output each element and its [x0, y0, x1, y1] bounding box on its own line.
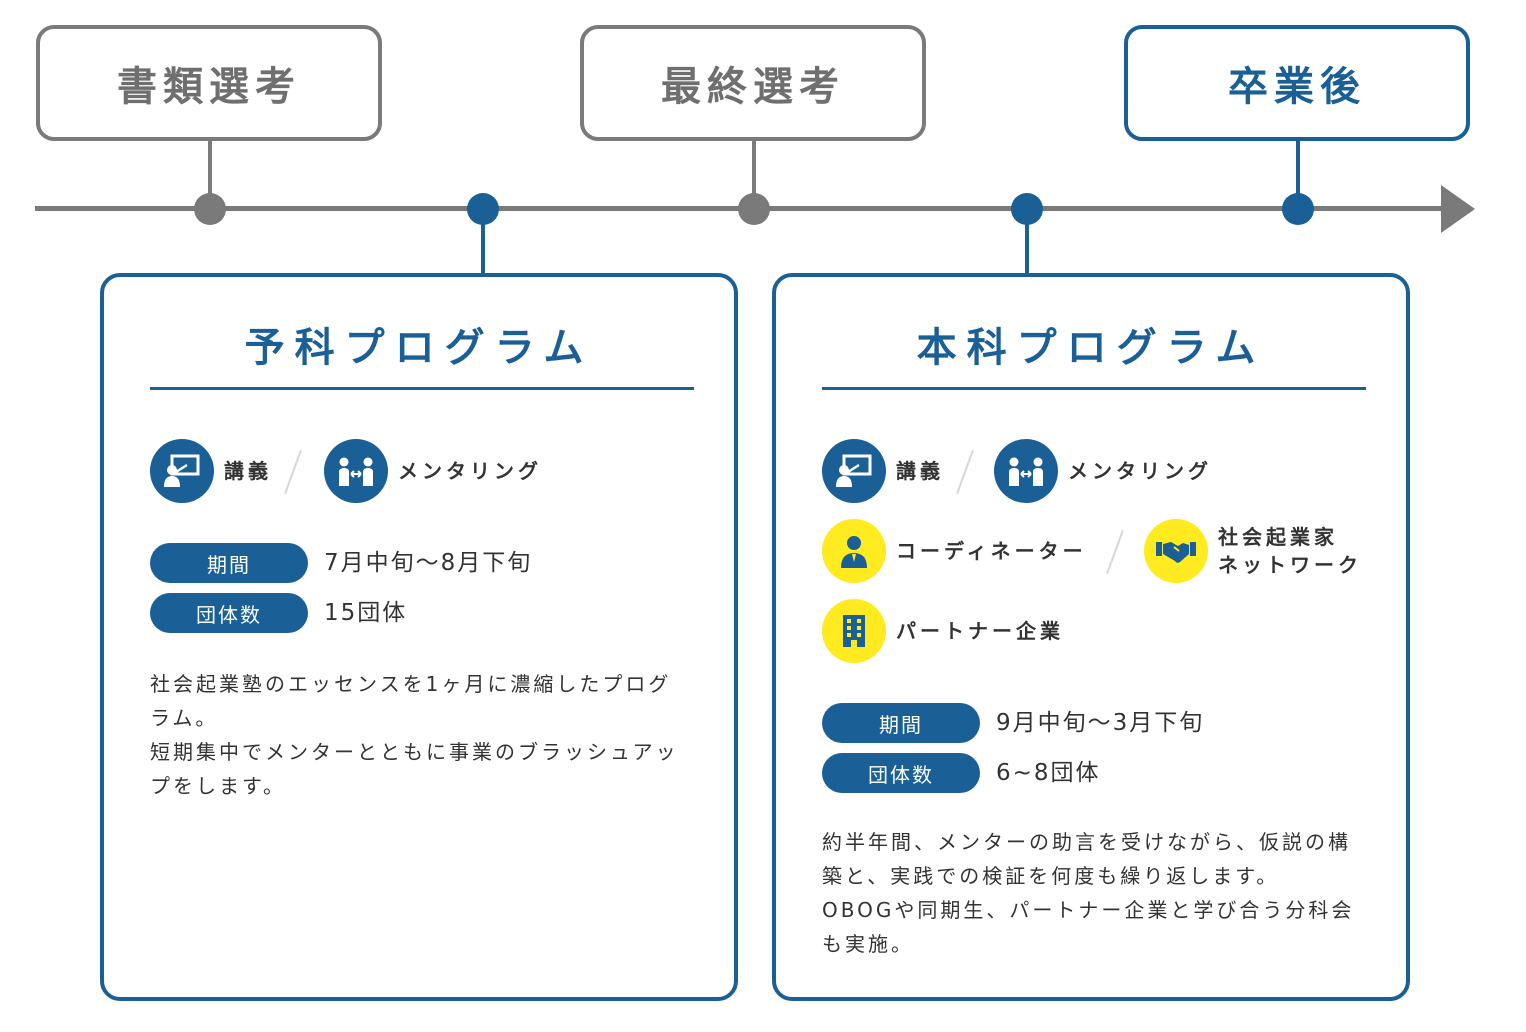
coordinator-icon: [822, 519, 886, 583]
feature-label: コーディネーター: [896, 539, 1087, 563]
period-badge: 期間: [822, 703, 980, 743]
lecture-icon: [150, 439, 214, 503]
feature-lecture: 講義: [822, 439, 944, 503]
feature-lecture: 講義: [150, 439, 272, 503]
feature-label: メンタリング: [1068, 459, 1212, 483]
groups-value: 6~8団体: [996, 760, 1101, 786]
program-connector: [1025, 209, 1029, 275]
stage-after-graduation: 卒業後: [1124, 25, 1470, 141]
feature-coordinator: コーディネーター: [822, 519, 1087, 583]
feature-partner-company: パートナー企業: [822, 599, 1064, 663]
stage-document-screening: 書類選考: [36, 25, 382, 141]
feature-network: 社会起業家 ネットワーク: [1144, 519, 1362, 583]
period-value: 7月中旬〜8月下旬: [324, 550, 533, 576]
timeline-arrow-head: [1441, 185, 1475, 233]
feature-label: 社会起業家 ネットワーク: [1218, 525, 1362, 577]
stage-connector: [752, 141, 756, 209]
program-card-main: 本科プログラム 講義 メンタリング コーディネーター 社会起業家 ネットワーク: [772, 273, 1410, 1001]
feature-mentoring: メンタリング: [994, 439, 1212, 503]
program-title: 予科プログラム: [244, 325, 594, 371]
period-value: 9月中旬〜3月下旬: [996, 710, 1205, 736]
feature-label: 講義: [224, 459, 272, 483]
groups-badge: 団体数: [150, 593, 308, 633]
feature-label: メンタリング: [398, 459, 542, 483]
feature-label: パートナー企業: [896, 619, 1064, 643]
timeline-node: [738, 193, 770, 225]
groups-badge: 団体数: [822, 753, 980, 793]
program-title: 本科プログラム: [916, 325, 1266, 371]
feature-separator: [284, 450, 302, 494]
feature-separator: [956, 450, 974, 494]
program-card-preliminary: 予科プログラム 講義 メンタリング 期間 7月中旬〜8月下旬 団体数 15団体 …: [100, 273, 738, 1001]
mentoring-icon: [324, 439, 388, 503]
timeline-node: [1282, 193, 1314, 225]
period-badge: 期間: [150, 543, 308, 583]
program-connector: [481, 209, 485, 275]
feature-mentoring: メンタリング: [324, 439, 542, 503]
program-description: 約半年間、メンターの助言を受けながら、仮説の構 築と、実践での検証を何度も繰り返…: [822, 830, 1355, 956]
feature-label: 講義: [896, 459, 944, 483]
title-divider: [150, 387, 694, 390]
stage-connector: [208, 141, 212, 209]
lecture-icon: [822, 439, 886, 503]
stage-final-screening: 最終選考: [580, 25, 926, 141]
groups-value: 15団体: [324, 600, 408, 626]
timeline-node: [194, 193, 226, 225]
stage-connector: [1296, 141, 1300, 209]
feature-separator: [1106, 530, 1124, 574]
handshake-icon: [1144, 519, 1208, 583]
mentoring-icon: [994, 439, 1058, 503]
title-divider: [822, 387, 1366, 390]
program-description: 社会起業塾のエッセンスを1ヶ月に濃縮したプログ ラム。 短期集中でメンターととも…: [150, 672, 679, 798]
building-icon: [822, 599, 886, 663]
